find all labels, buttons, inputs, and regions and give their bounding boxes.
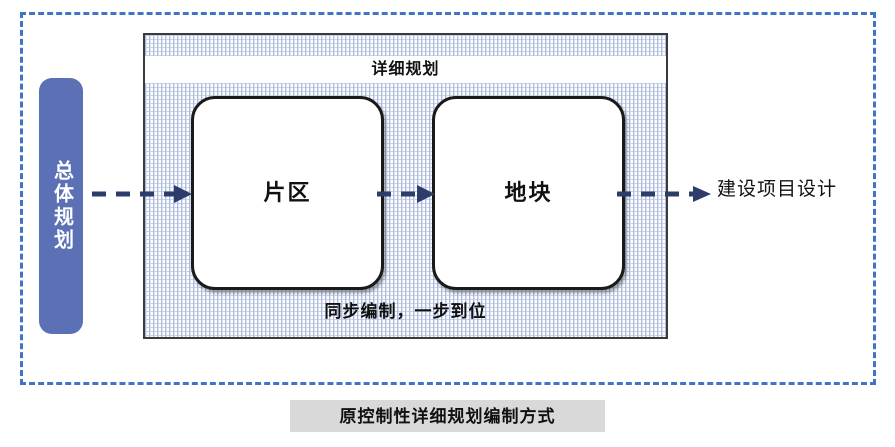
diagram-caption: 原控制性详细规划编制方式 (290, 400, 605, 432)
output-label-text: 建设项目设计 (717, 179, 838, 200)
node-box-pianqu: 片区 (191, 96, 384, 290)
detailed-planning-banner: 详细规划 (145, 56, 666, 83)
connector-pianqu-to-dikuai (377, 183, 435, 205)
dashed-arrow-right-icon (377, 185, 435, 203)
dashed-arrow-right-icon (92, 185, 192, 203)
output-label: 建设项目设计 (717, 180, 837, 199)
node-box-dikuai-label: 地块 (504, 180, 553, 205)
diagram-caption-label: 原控制性详细规划编制方式 (339, 406, 556, 426)
dashed-arrow-right-icon (617, 186, 711, 202)
connector-dikuai-to-output (617, 183, 711, 205)
overall-planning-bar-label: 总体规划 (50, 160, 73, 252)
detailed-planning-banner-label: 详细规划 (371, 60, 440, 78)
overall-planning-bar: 总体规划 (39, 78, 83, 334)
connector-overall-to-pianqu (92, 183, 192, 205)
outer-dashed-frame (20, 12, 876, 385)
node-box-pianqu-label: 片区 (263, 180, 312, 205)
node-box-dikuai: 地块 (432, 96, 625, 290)
